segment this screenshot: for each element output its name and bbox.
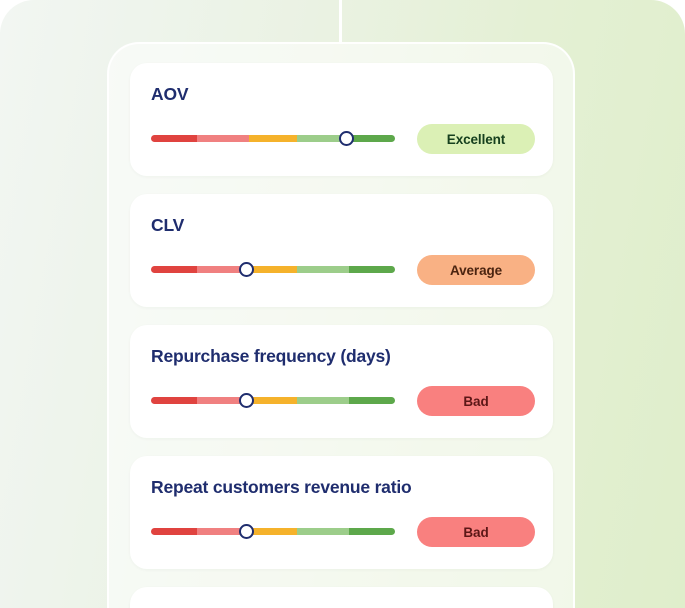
slider-segment-good bbox=[297, 135, 349, 142]
metric-card: Repurchase frequency (days) Bad bbox=[130, 325, 553, 438]
slider-segment-average bbox=[248, 397, 298, 404]
metric-title: Repurchase frequency (days) bbox=[151, 346, 391, 366]
slider-segment-poor bbox=[197, 266, 249, 273]
rating-badge: Bad bbox=[417, 386, 535, 416]
slider-segment-good bbox=[297, 266, 349, 273]
slider-segment-bad bbox=[151, 135, 198, 142]
slider-segment-good bbox=[297, 397, 349, 404]
metric-slider[interactable] bbox=[151, 386, 395, 416]
slider-track[interactable] bbox=[151, 135, 395, 142]
slider-segment-average bbox=[248, 528, 298, 535]
slider-knob[interactable] bbox=[238, 262, 254, 277]
metric-row: Excellent bbox=[151, 124, 535, 154]
metric-title: AOV bbox=[151, 84, 189, 104]
rating-badge: Average bbox=[417, 255, 535, 285]
metric-row: Bad bbox=[151, 386, 535, 416]
slider-segment-average bbox=[248, 135, 298, 142]
slider-knob[interactable] bbox=[238, 393, 254, 408]
slider-segment-poor bbox=[197, 528, 249, 535]
metric-title: CLV bbox=[151, 215, 185, 235]
metric-title: Repeat customers revenue ratio bbox=[151, 477, 412, 497]
slider-segment-good bbox=[297, 528, 349, 535]
metric-slider[interactable] bbox=[151, 255, 395, 285]
metric-slider[interactable] bbox=[151, 124, 395, 154]
top-divider bbox=[339, 0, 342, 44]
metric-row: Average bbox=[151, 255, 535, 285]
metric-card: Revenue stabilityBad bbox=[130, 587, 553, 608]
slider-track[interactable] bbox=[151, 528, 395, 535]
metric-row: Bad bbox=[151, 517, 535, 547]
rating-badge: Bad bbox=[417, 517, 535, 547]
metric-card: AOV Excellent bbox=[130, 63, 553, 176]
slider-segment-bad bbox=[151, 528, 198, 535]
slider-segment-poor bbox=[197, 135, 249, 142]
slider-knob[interactable] bbox=[338, 131, 354, 146]
slider-segment-excellent bbox=[348, 397, 395, 404]
slider-knob[interactable] bbox=[238, 524, 254, 539]
slider-segment-bad bbox=[151, 266, 198, 273]
slider-segment-excellent bbox=[348, 266, 395, 273]
rating-badge: Excellent bbox=[417, 124, 535, 154]
slider-track[interactable] bbox=[151, 397, 395, 404]
slider-segment-bad bbox=[151, 397, 198, 404]
slider-segment-poor bbox=[197, 397, 249, 404]
slider-track[interactable] bbox=[151, 266, 395, 273]
slider-segment-excellent bbox=[348, 135, 395, 142]
slider-segment-excellent bbox=[348, 528, 395, 535]
slider-segment-average bbox=[248, 266, 298, 273]
metric-card: CLV Average bbox=[130, 194, 553, 307]
metric-slider[interactable] bbox=[151, 517, 395, 547]
